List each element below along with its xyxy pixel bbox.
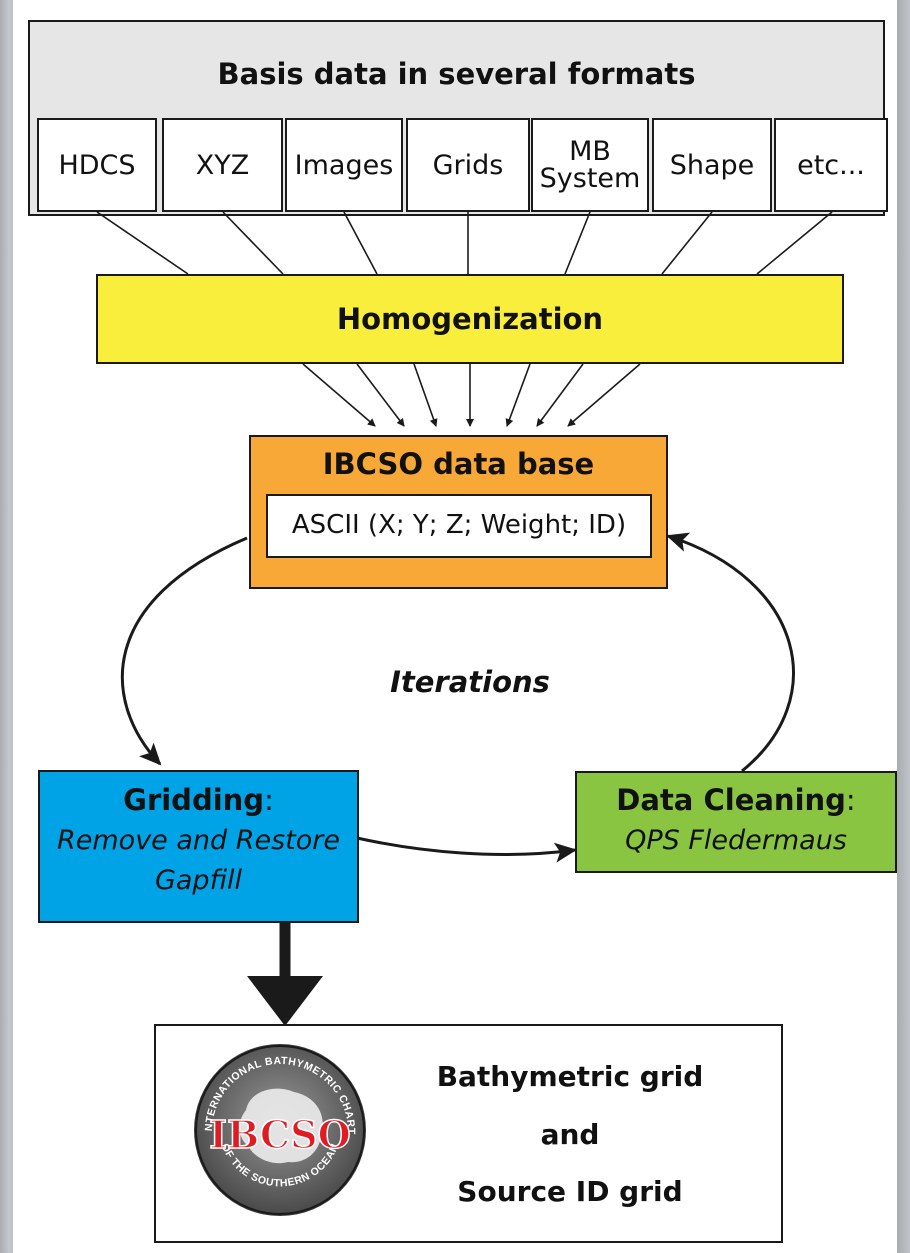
format-box: XYZ (162, 118, 283, 212)
antarctica-shape (239, 1088, 323, 1164)
loop-arrow-to-cleaning (356, 836, 577, 863)
gridding-heading: Gridding: (38, 783, 359, 817)
cleaning-title: Data Cleaning (616, 783, 846, 817)
output-arrow-head (247, 976, 323, 1026)
basis-data-title: Basis data in several formats (217, 57, 696, 91)
format-box: HDCS (37, 118, 157, 212)
format-box: etc... (774, 118, 888, 212)
output-line-1: Bathymetric grid (436, 1060, 704, 1093)
ascii-format-box (266, 494, 652, 558)
iterations-label: Iterations (390, 665, 550, 699)
gridding-method: Remove and Restore (57, 825, 340, 856)
homogenization-arrow (536, 363, 584, 427)
format-box: MB System (531, 118, 649, 212)
gridding-title: Gridding (123, 783, 265, 817)
format-connector (96, 211, 189, 275)
cleaning-colon: : (845, 783, 856, 817)
gridding-box (38, 770, 359, 923)
format-connector (343, 211, 378, 275)
loop-arrow-to-gridding (120, 536, 248, 766)
homogenization-arrow (302, 363, 376, 427)
output-line-3: Source ID grid (457, 1175, 683, 1208)
homogenization-arrow (356, 363, 405, 427)
homogenization-arrow (505, 363, 531, 427)
homogenization-box (96, 274, 844, 364)
homogenization-arrow (413, 363, 438, 427)
gridding-colon: : (264, 783, 274, 817)
loop-arrow-to-database (666, 532, 795, 773)
format-connector (756, 211, 833, 275)
database-title: IBCSO data base (322, 447, 595, 481)
homogenization-arrow (567, 363, 641, 427)
gridding-gapfill: Gapfill (154, 865, 243, 896)
format-connector (564, 211, 591, 275)
ascii-format-label: ASCII (X; Y; Z; Weight; ID) (291, 510, 627, 540)
cleaning-box (575, 771, 897, 873)
format-connector (222, 211, 284, 275)
cleaning-heading: Data Cleaning: (575, 783, 897, 817)
ibcso-logo: INTERNATIONAL BATHYMETRIC CHART OF THE S… (190, 1040, 366, 1216)
format-box: Images (285, 118, 403, 212)
format-connector (661, 211, 713, 275)
homogenization-label: Homogenization (336, 302, 604, 336)
format-box: Shape (652, 118, 772, 212)
output-line-2: and (540, 1118, 600, 1151)
logo-center-text: IBCSO (209, 1112, 350, 1157)
cleaning-tool: QPS Fledermaus (625, 825, 847, 856)
format-box: Grids (406, 118, 530, 212)
